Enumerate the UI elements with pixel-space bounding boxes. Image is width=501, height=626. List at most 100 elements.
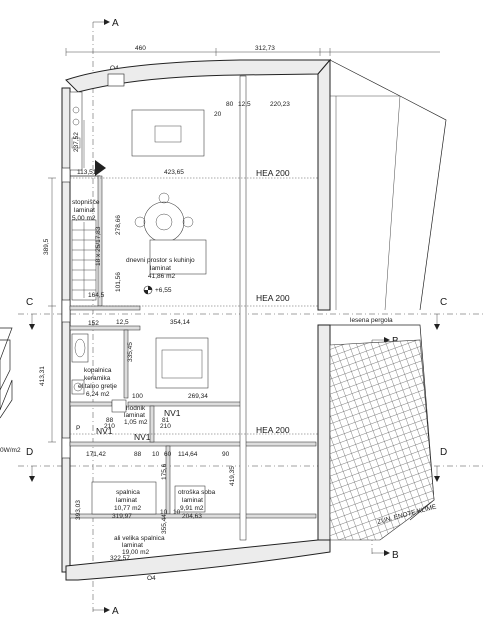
interior-walls (69, 75, 317, 541)
dim-88: 88 (134, 451, 142, 458)
beam-label-3: HEA 200 (256, 425, 290, 435)
dim-389-5: 389,5 (43, 238, 50, 255)
left-stair-fragment (0, 327, 13, 419)
room-hallway-area: 1,05 m2 (124, 419, 148, 426)
room-kids-floor: laminat (182, 497, 203, 504)
section-line-d (18, 465, 484, 482)
room-balcony-line2: laminat (122, 542, 143, 549)
dim-355-44: 355,44 (161, 514, 168, 534)
room-bathroom-extra: el.talno gretje (78, 383, 117, 390)
dim-114-64: 114,64 (178, 451, 198, 458)
room-hallway-name: hodnik (126, 405, 146, 412)
dim-10c: 10 (173, 509, 181, 516)
dim-12-5b: 12,5 (116, 319, 129, 326)
section-b-lower-label: B (392, 550, 399, 561)
orientation-bottom: O4 (147, 575, 156, 582)
top-dimension-line (65, 48, 440, 56)
pergola (329, 339, 435, 541)
dim-10: 10 (152, 451, 160, 458)
dim-164-5: 164,5 (88, 292, 105, 299)
middle-bed (155, 337, 209, 389)
nv1-label-b: NV1 (96, 426, 113, 436)
dim-152: 152 (88, 320, 99, 327)
room-living-name: dnevni prostor s kuhinjo (126, 257, 195, 264)
staircase (71, 219, 97, 301)
beam-lines (70, 177, 318, 435)
section-c-right-label: C (440, 297, 447, 308)
dim-100: 100 (132, 393, 143, 400)
roof-exterior (329, 59, 447, 521)
section-a-bottom-label: A (112, 606, 119, 617)
room-bedroom-floor: laminat (116, 497, 137, 504)
p-label: P (76, 425, 80, 432)
section-a-top-label: A (112, 18, 119, 29)
dim-12-5: 12,5 (238, 101, 251, 108)
room-staircase-floor: laminat (74, 207, 95, 214)
bathroom-fixtures (71, 333, 89, 395)
room-bathroom-area: 6,24 m2 (86, 391, 110, 398)
room-kids-name: otroška soba (178, 489, 216, 496)
room-bedroom-dim: 319,97 (112, 513, 132, 520)
dim-101-56: 101,56 (115, 272, 122, 292)
section-d-right-label: D (440, 447, 447, 458)
dim-278-66: 278,66 (115, 215, 122, 235)
section-c-left-label: C (26, 297, 33, 308)
dim-door-81: 81 (162, 417, 170, 424)
dim-413-31: 413,31 (39, 366, 46, 386)
pergola-label: lesena pergola (350, 317, 393, 324)
dim-90: 90 (222, 451, 230, 458)
room-balcony-area: 19,00 m2 (122, 549, 149, 556)
dim-237-52: 237,52 (73, 132, 80, 152)
dim-door-210b: 210 (160, 423, 171, 430)
top-dim-2: 312,73 (255, 45, 275, 52)
north-arrow-mark (95, 160, 106, 176)
room-bedroom-area: 10,77 m2 (114, 505, 141, 512)
room-staircase-area: 5,00 m2 (72, 215, 96, 222)
dim-175-6: 175,6 (161, 463, 168, 480)
elevation-label: +6,55 (155, 287, 172, 294)
dim-419-35: 419,35 (229, 466, 236, 486)
room-kids-dim: 204,63 (182, 513, 202, 520)
room-balcony-line1: ali velika spalnica (114, 535, 165, 542)
dim-335-45: 335,45 (127, 342, 134, 362)
nv1-label-a: NV1 (164, 408, 181, 418)
dim-60: 60 (164, 451, 172, 458)
room-kids-area: 9,91 m2 (180, 505, 204, 512)
dim-stair: 18 x 25/17,83 (95, 226, 102, 266)
left-cut-text: 0W/m2 (0, 447, 21, 454)
top-dim-1: 460 (135, 45, 146, 52)
dim-220-23: 220,23 (270, 101, 290, 108)
dim-354-14: 354,14 (170, 319, 190, 326)
room-bedroom-name: spalnica (116, 489, 140, 496)
dim-door-210: 210 (104, 423, 115, 430)
dim-door-88: 88 (106, 417, 114, 424)
room-living-area: 41,86 m2 (148, 273, 175, 280)
beam-label-2: HEA 200 (256, 293, 290, 303)
room-hallway-floor: laminat (124, 412, 145, 419)
dining-table (134, 192, 194, 252)
dim-10b: 10 (160, 509, 168, 516)
section-line-a (92, 19, 110, 613)
hallway-cabinet (111, 399, 127, 413)
dim-80: 80 (226, 101, 234, 108)
kitchen-counter (69, 91, 83, 171)
room-living-floor: laminat (150, 265, 171, 272)
dim-113-51: 113,51 (77, 169, 97, 176)
outer-walls (61, 58, 332, 581)
beam-label-1: HEA 200 (256, 168, 290, 178)
left-dimension-lines (48, 120, 85, 443)
dim-171-42: 171,42 (86, 451, 106, 458)
dim-393-03: 393,03 (75, 500, 82, 520)
room-bathroom-name: kopalnica (84, 367, 112, 374)
dim-269-34: 269,34 (188, 393, 208, 400)
lower-bedroom-bed (91, 481, 157, 515)
lower-kids-bed (174, 485, 206, 513)
dim-423-65: 423,65 (164, 169, 184, 176)
kitchen-island (149, 239, 207, 275)
dim-20: 20 (214, 111, 222, 118)
room-staircase-name: stopnišče (72, 199, 100, 206)
section-line-c (18, 313, 484, 330)
section-d-left-label: D (26, 447, 33, 458)
dim-322-57: 322,57 (110, 555, 130, 562)
